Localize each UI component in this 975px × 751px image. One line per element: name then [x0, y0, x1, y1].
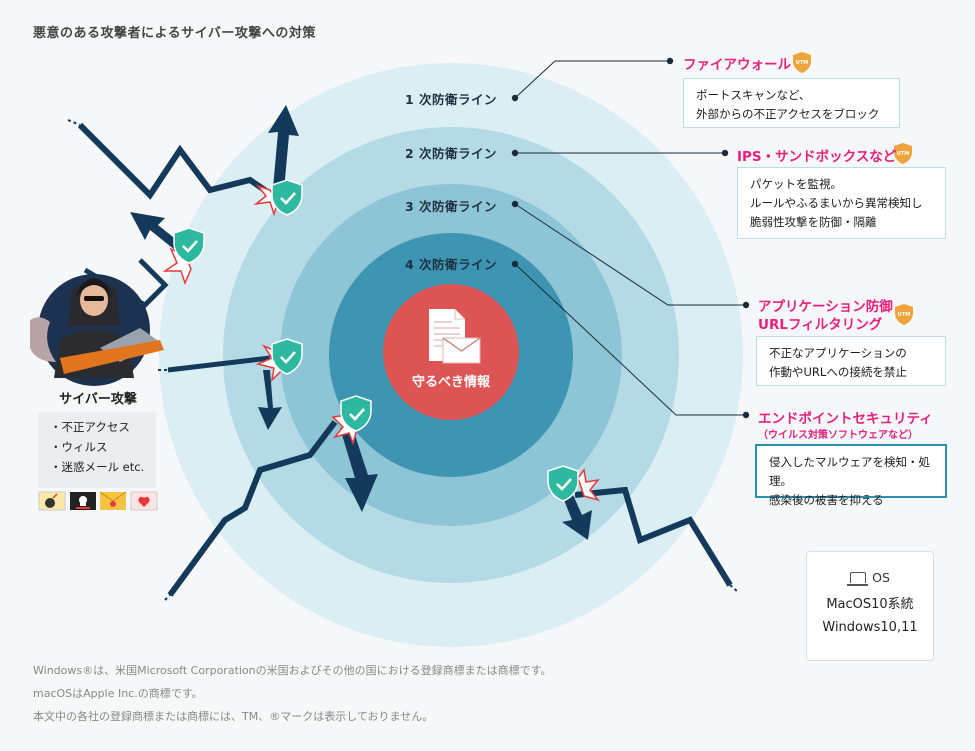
- description-line: 脆弱性攻撃を防御・隔離: [750, 215, 877, 229]
- svg-text:UTM: UTM: [897, 151, 909, 157]
- attack-paths: [77, 122, 733, 597]
- heart-mail-icon: [130, 491, 158, 511]
- defense-description-app: 不正なアプリケーションの 作動やURLへの接続を禁止: [756, 336, 946, 386]
- defense-title-app: アプリケーション防御: [758, 299, 893, 315]
- footnote: 本文中の各社の登録商標または商標には、TM、®マークは表示しておりません。: [33, 710, 434, 723]
- description-line: 外部からの不正アクセスをブロック: [696, 107, 880, 121]
- os-item: Windows10,11: [822, 620, 918, 635]
- attack-item: 不正アクセス: [50, 417, 156, 437]
- page-title: 悪意のある攻撃者によるサイバー攻撃への対策: [33, 26, 316, 41]
- laptop-icon: [847, 572, 869, 586]
- ring-label-2: 2 次防衛ライン: [405, 146, 498, 161]
- mail-icon: [442, 337, 481, 364]
- defense-description-ips: パケットを監視。 ルールやふるまいから異常検知し 脆弱性攻撃を防御・隔離: [737, 167, 946, 239]
- defense-description-firewall: ポートスキャンなど、 外部からの不正アクセスをブロック: [683, 78, 900, 128]
- attack-item: ウィルス: [50, 437, 156, 457]
- attacker-title: サイバー攻撃: [59, 392, 137, 407]
- deflected-arrows: [130, 105, 592, 540]
- os-heading: OS: [807, 570, 933, 586]
- ring-label-3: 3 次防衛ライン: [405, 199, 498, 214]
- ring-label-1: 1 次防衛ライン: [405, 92, 498, 107]
- description-line: 不正なアプリケーションの: [769, 346, 907, 360]
- attack-item: 迷惑メール etc.: [50, 457, 156, 477]
- skull-monitor-icon: [70, 492, 96, 510]
- footnote: macOSはApple Inc.の商標です。: [33, 687, 203, 700]
- defense-title-endpoint: エンドポイントセキュリティ: [758, 411, 933, 427]
- shield-check-icon: [340, 395, 372, 432]
- defense-title-ips: IPS・サンドボックスなど: [737, 149, 897, 165]
- defense-description-endpoint: 侵入したマルウェアを検知・処理。 感染後の被害を抑える: [755, 444, 947, 507]
- warning-mail-icon: [99, 491, 127, 510]
- description-line: 作動やURLへの接続を禁止: [769, 365, 907, 379]
- os-item: MacOS10系統: [826, 597, 914, 612]
- description-line: 感染後の被害を抑える: [769, 493, 884, 507]
- description-line: パケットを監視。: [750, 177, 842, 191]
- os-heading-label: OS: [872, 570, 890, 585]
- bomb-icon: [38, 491, 66, 511]
- utm-badge-icon: UTM: [895, 304, 913, 325]
- svg-text:UTM: UTM: [796, 60, 808, 66]
- defense-title-firewall: ファイアウォール: [683, 57, 791, 73]
- shield-check-icon: [271, 338, 303, 375]
- shield-check-icon: [271, 179, 303, 216]
- shield-check-icon: [547, 465, 579, 502]
- shield-check-icon: [173, 227, 205, 264]
- center-label: 守るべき情報: [411, 375, 490, 390]
- defense-subtitle-endpoint: （ウイルス対策ソフトウェアなど）: [758, 430, 918, 441]
- defense-title-url: URLフィルタリング: [758, 317, 883, 333]
- description-line: 侵入したマルウェアを検知・処理。: [769, 455, 930, 488]
- utm-badge-icon: UTM: [894, 143, 912, 164]
- os-box: OS MacOS10系統 Windows10,11: [806, 551, 934, 661]
- description-line: ルールやふるまいから異常検知し: [750, 196, 923, 210]
- footnote: Windows®は、米国Microsoft Corporationの米国およびそ…: [33, 664, 552, 677]
- description-line: ポートスキャンなど、: [696, 88, 811, 102]
- ring-label-4: 4 次防衛ライン: [405, 257, 498, 272]
- svg-text:UTM: UTM: [898, 312, 910, 318]
- hacker-icon: [30, 274, 164, 386]
- attack-list: 不正アクセス ウィルス 迷惑メール etc.: [38, 412, 156, 488]
- utm-badge-icon: UTM: [793, 52, 811, 73]
